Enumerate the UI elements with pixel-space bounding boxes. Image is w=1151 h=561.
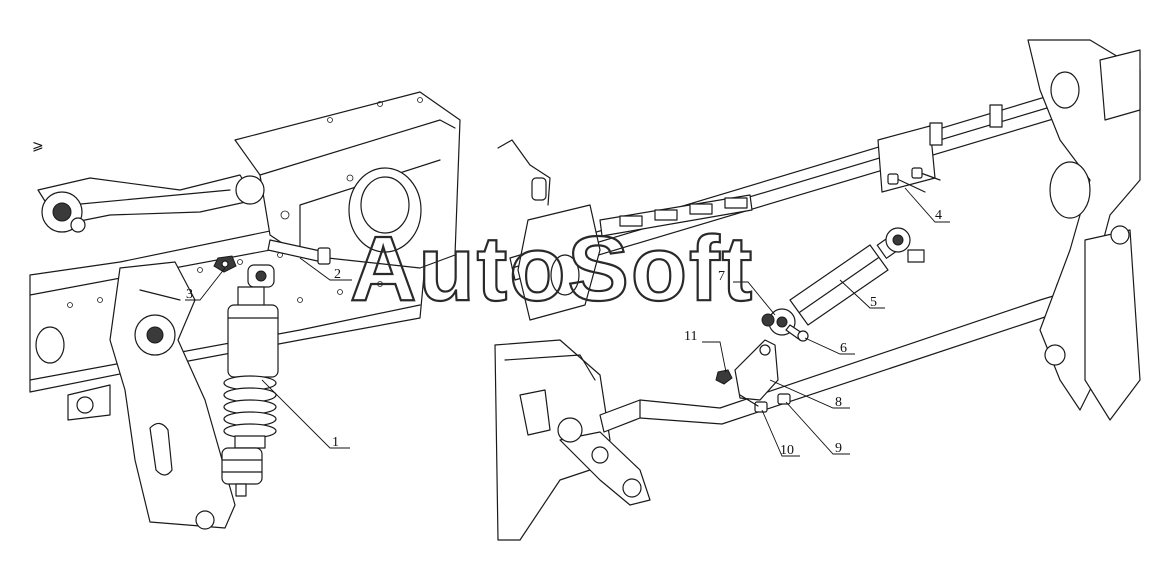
nut-11 — [715, 369, 733, 385]
callout-10: 10 — [761, 409, 800, 458]
svg-text:2: 2 — [334, 267, 341, 282]
right-frame — [1027, 39, 1141, 421]
callout-3: 3 — [185, 267, 226, 302]
right-side-bracket — [497, 139, 601, 321]
svg-text:3: 3 — [186, 287, 193, 302]
svg-text:5: 5 — [870, 295, 877, 310]
lower-cast-bracket — [67, 261, 236, 530]
lower-frame — [494, 339, 651, 541]
callout-1: 1 — [261, 379, 350, 450]
svg-text:4: 4 — [935, 208, 942, 223]
upper-cab-bracket — [234, 91, 461, 269]
bolt-9 — [777, 393, 791, 405]
callout-2: 2 — [299, 257, 352, 282]
callout-9: 9 — [785, 401, 850, 456]
svg-text:1: 1 — [332, 435, 339, 450]
svg-text:11: 11 — [684, 329, 697, 344]
bolt-2 — [267, 239, 331, 265]
shock-absorber-5 — [768, 227, 925, 336]
watermark: AutoSoft — [350, 218, 754, 320]
callout-11: 11 — [684, 329, 727, 373]
left-assembly — [29, 91, 461, 530]
callout-8: 8 — [769, 379, 850, 410]
bolt-6 — [785, 324, 809, 342]
tilt-arm — [37, 174, 265, 233]
callout-5: 5 — [839, 279, 885, 310]
right-assembly — [494, 39, 1141, 541]
bolt-10 — [739, 394, 768, 413]
bracket-8 — [734, 313, 779, 401]
callout-6: 6 — [804, 337, 855, 356]
coil-spring — [223, 375, 277, 439]
shock-absorber-1 — [221, 264, 279, 497]
svg-text:6: 6 — [840, 341, 847, 356]
callouts: 1 2 3 4 5 6 7 8 — [185, 187, 950, 458]
nut-3 — [213, 255, 237, 273]
callout-4: 4 — [904, 187, 950, 223]
svg-text:8: 8 — [835, 395, 842, 410]
svg-text:7: 7 — [718, 269, 725, 284]
bolt-4 — [887, 167, 941, 193]
svg-text:10: 10 — [780, 443, 794, 458]
corner-mark: ⩾ — [32, 139, 44, 154]
svg-text:9: 9 — [835, 441, 842, 456]
callout-7: 7 — [718, 269, 776, 316]
perforated-plate — [599, 194, 753, 237]
